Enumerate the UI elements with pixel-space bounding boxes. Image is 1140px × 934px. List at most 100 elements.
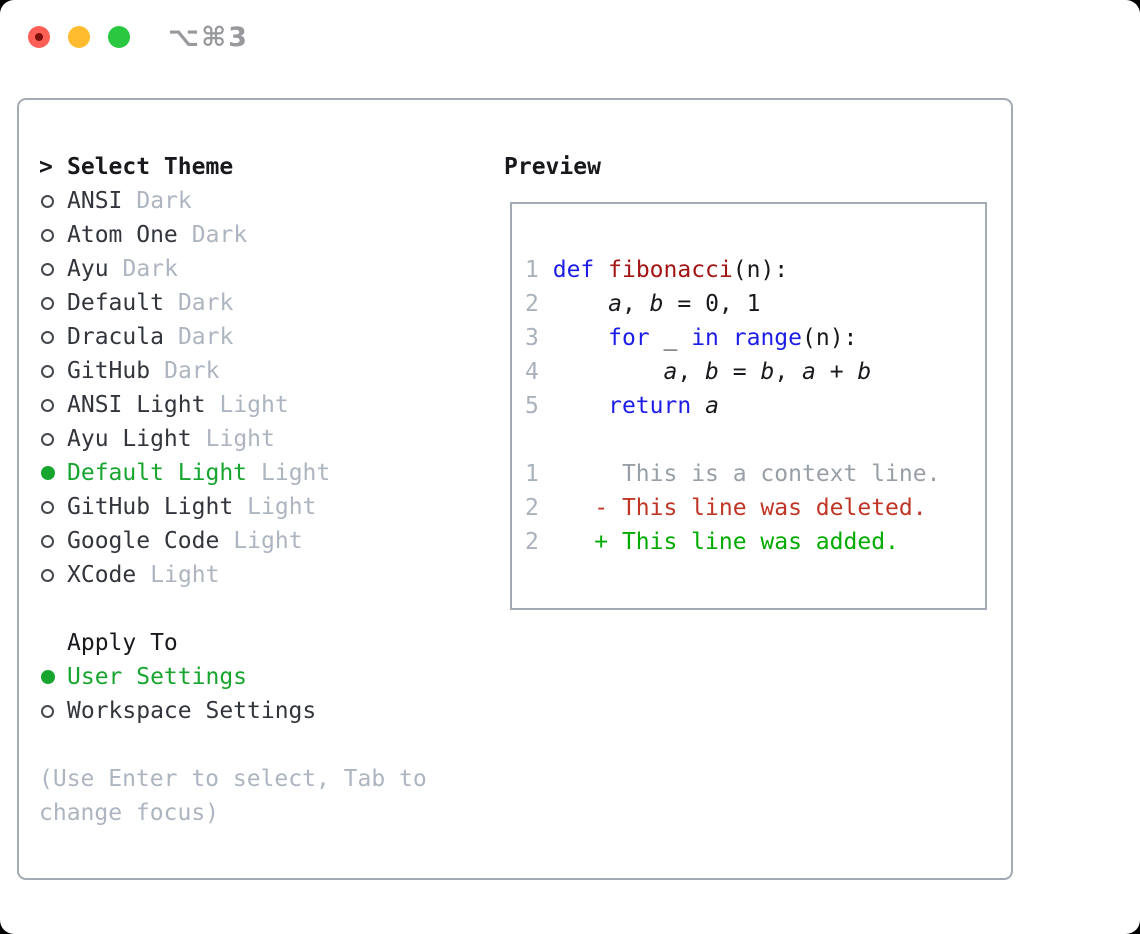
minimize-button[interactable] [68,26,90,48]
radio-circle [41,194,54,208]
radio-circle [41,500,54,514]
code-segment-var: a [802,359,816,385]
option-label: Dracula [67,324,164,350]
code-segment-code: (n): [732,257,789,283]
code-segment-fn: fibonacci [608,257,733,283]
code-segment-code [719,325,733,351]
code-segment-code: (n): [802,325,858,351]
option-variant-tag: Dark [191,222,248,248]
option-variant-tag: Light [261,460,331,486]
radio-circle [41,432,54,446]
radio-circle [41,704,54,718]
code-segment-num: 2 [525,291,539,317]
option-variant-tag: Dark [177,324,234,350]
radio-unselected-icon [39,568,67,582]
code-segment-ctx: This is a context line. [621,461,941,487]
code-line: 2 - This line was deleted. [525,495,927,521]
window-shortcut-label: ⌥⌘3 [168,22,249,53]
code-line: 2 + This line was added. [525,529,899,555]
radio-circle [41,670,55,684]
radio-circle [41,568,54,582]
option-label: Workspace Settings [67,698,317,724]
option-variant-tag: Light [247,494,317,520]
apply-option-user-settings[interactable]: User Settings [39,660,479,694]
option-variant-tag: Dark [164,358,220,384]
option-label: User Settings [67,664,248,690]
preview-box: 1 def fibonacci(n): 2 a, b = 0, 1 3 for … [510,202,987,610]
radio-unselected-icon [39,262,67,276]
code-segment-var: a [663,359,678,385]
option-label: ANSI Light [67,392,206,418]
option-variant-tag: Light [233,528,303,554]
code-segment-code: + [815,359,858,385]
preview-title: Preview [504,154,601,180]
radio-unselected-icon [39,500,67,514]
option-variant-tag: Dark [136,188,192,214]
theme-option-default-light-light[interactable]: Default Light Light [39,456,479,490]
code-segment-var: b [760,359,775,385]
radio-circle [41,398,54,412]
zoom-button[interactable] [108,26,130,48]
code-segment-code [539,325,608,351]
code-segment-code [594,257,608,283]
code-segment-code [539,529,594,555]
option-label: GitHub Light [67,494,234,520]
option-label: GitHub [67,358,151,384]
radio-circle [41,228,54,242]
option-variant-tag: Light [150,562,220,588]
title-bar: ⌥⌘3 [0,0,1140,72]
code-segment-num: 1 [525,257,539,283]
code-segment-code [539,393,608,419]
code-segment-kw: in [691,325,719,351]
option-variant-tag: Light [205,426,275,452]
code-segment-num: 2 [525,495,539,521]
code-segment-del: - This line was deleted. [594,495,927,521]
focus-caret-icon: > [39,154,53,180]
preview-code: 1 def fibonacci(n): 2 a, b = 0, 1 3 for … [512,204,985,559]
code-segment-code: , [621,291,650,317]
code-line: 1 This is a context line. [525,461,940,487]
radio-selected-icon [39,670,67,684]
code-segment-num: 2 [525,529,539,555]
option-label: Ayu Light [67,426,192,452]
radio-unselected-icon [39,704,67,718]
option-label: Default [67,290,164,316]
option-label: Default Light [67,460,248,486]
code-segment-code [539,495,594,521]
theme-option-dracula-dark[interactable]: Dracula Dark [39,320,479,354]
radio-unselected-icon [39,432,67,446]
code-segment-add: + This line was added. [594,529,899,555]
radio-selected-icon [39,466,67,480]
theme-option-github-light-light[interactable]: GitHub Light Light [39,490,479,524]
code-segment-code: _ [649,325,692,351]
code-line: 5 return a [525,393,719,419]
section-title: Select Theme [67,154,234,180]
code-segment-var: a [705,393,719,419]
option-label: Ayu [67,256,109,282]
code-segment-num: 5 [525,393,539,419]
code-segment-code [539,291,608,317]
radio-circle [41,364,54,378]
code-line: 4 a, b = b, a + b [525,359,871,385]
theme-option-github-dark[interactable]: GitHub Dark [39,354,479,388]
radio-unselected-icon [39,398,67,412]
code-segment-code: , [774,359,803,385]
radio-unselected-icon [39,228,67,242]
code-line: 3 for _ in range(n): [525,325,857,351]
radio-unselected-icon [39,330,67,344]
apply-option-workspace-settings[interactable]: Workspace Settings [39,694,479,728]
theme-option-ayu-light-light[interactable]: Ayu Light Light [39,422,479,456]
radio-unselected-icon [39,364,67,378]
code-segment-num: 1 [525,461,539,487]
close-button[interactable] [28,26,50,48]
